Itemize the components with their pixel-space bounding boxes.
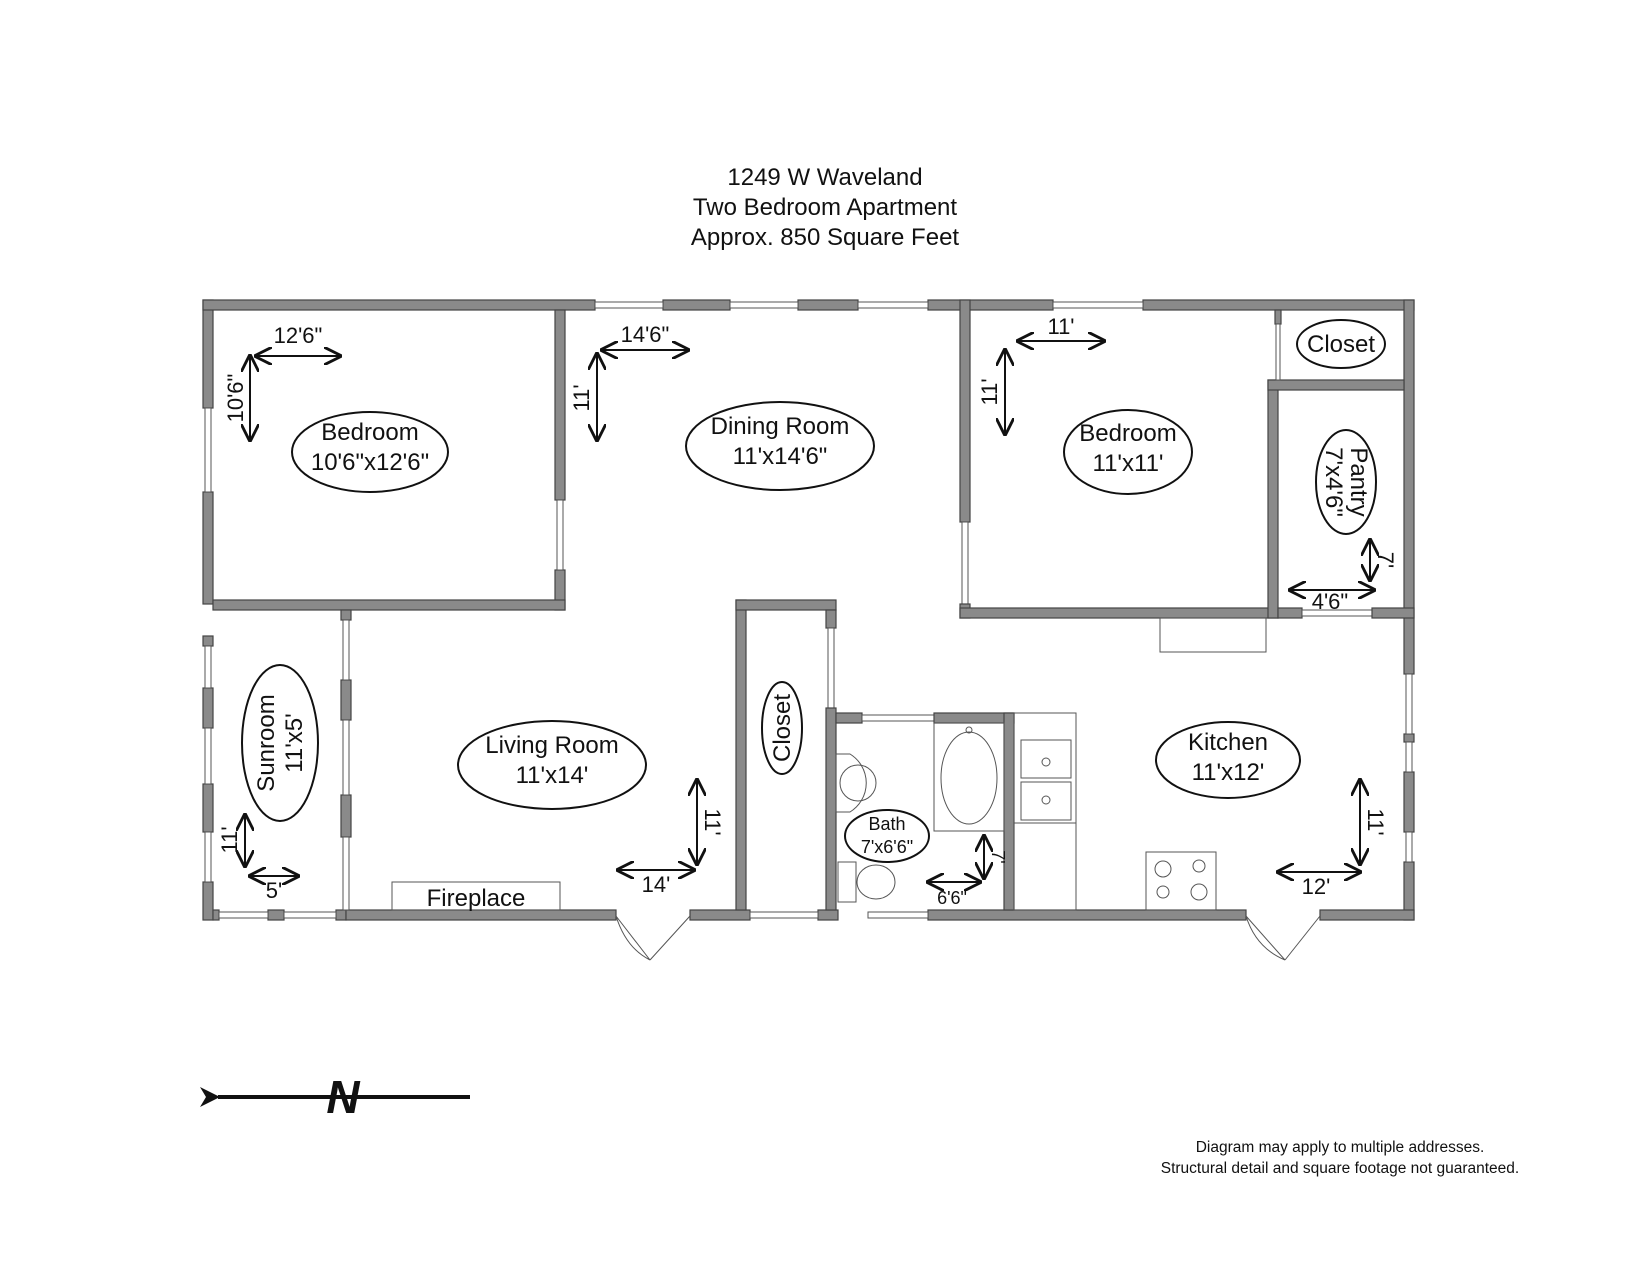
room-label-living-room: Living Room 11'x14' [457,720,647,810]
dimension-dining-height: 11' [569,354,597,440]
fireplace-label: Fireplace [427,885,526,912]
dimension-pantry-height: 7' [1370,540,1398,580]
disclaimer-note: Diagram may apply to multiple addresses.… [1120,1137,1560,1179]
svg-text:11': 11' [977,378,1002,405]
dimension-bedroom-south-width: 11' [1018,314,1104,341]
room-size: 11'x5' [281,713,308,772]
room-label-kitchen: Kitchen 11'x12' [1155,721,1301,799]
svg-text:12'6": 12'6" [274,323,323,348]
square-footage-subtitle: Approx. 850 Square Feet [690,224,960,251]
room-name: Bedroom [1079,420,1176,447]
bathtub-fixture [933,722,1005,832]
dimension-kitchen-height: 11' [1360,780,1388,864]
address-title: 1249 W Waveland [727,164,923,191]
room-size: 7'x4'6" [1320,447,1347,517]
room-size: 11'x14' [516,762,589,789]
svg-text:10'6": 10'6" [223,374,248,423]
room-label-pantry: Pantry 7'x4'6" [1315,429,1377,535]
room-label-sunroom: Sunroom 11'x5' [241,664,319,822]
svg-text:11': 11' [1363,808,1388,835]
dimension-bedroom-south-height: 11' [977,350,1005,434]
dimension-pantry-width: 4'6" [1290,589,1374,614]
room-size: 10'6"x12'6" [311,449,429,476]
entry-doors [615,915,1321,961]
room-name: Living Room [485,732,618,759]
svg-text:11': 11' [1047,314,1074,339]
room-size: 7'x6'6" [861,837,913,857]
north-arrow-icon: N [200,1071,470,1123]
room-label-bath: Bath 7'x6'6" [844,809,930,863]
room-name: Closet [1307,331,1375,358]
svg-text:4'6": 4'6" [1312,589,1348,614]
dimension-sunroom-height: 11' [217,815,245,866]
toilet-fixture [837,861,896,903]
dimension-dining-width: 14'6" [602,322,688,350]
dimension-bedroom-north-width: 12'6" [256,323,340,356]
room-label-closet-corner: Closet [1296,319,1386,369]
interior-walls [212,299,1415,911]
room-name: Closet [769,694,796,762]
room-name: Sunroom [253,694,280,791]
fireplace-hearth [391,881,561,911]
room-name: Pantry [1345,447,1372,516]
bathroom-sink-fixture [835,753,877,813]
kitchen-counter [1013,712,1077,911]
dimension-living-height: 11' [697,780,725,864]
room-label-bedroom-north: Bedroom 10'6"x12'6" [291,411,449,493]
room-size: 11'x11' [1093,450,1164,477]
room-name: Kitchen [1188,729,1268,756]
svg-text:11': 11' [700,808,725,835]
svg-text:5': 5' [266,878,282,903]
svg-text:11': 11' [217,826,242,853]
unit-type-subtitle: Two Bedroom Apartment [692,194,958,221]
dimension-kitchen-width: 12' [1278,872,1360,899]
svg-text:14'6": 14'6" [621,322,670,347]
room-label-dining-room: Dining Room 11'x14'6" [685,401,875,491]
range-hood [1159,617,1267,653]
room-name: Bath [868,814,905,834]
dimension-living-width: 14' [618,870,694,897]
north-label: N [326,1071,360,1123]
room-name: Dining Room [711,413,850,440]
room-size: 11'x12' [1192,759,1265,786]
dimension-bath-width: 6'6" [928,882,980,908]
dimension-bath-height: 7' [984,836,1008,878]
svg-text:6'6": 6'6" [937,888,967,908]
room-size: 11'x14'6" [733,443,828,470]
disclaimer-line-2: Structural detail and square footage not… [1160,1160,1520,1177]
svg-text:11': 11' [569,384,594,411]
svg-text:7': 7' [1373,552,1398,568]
room-label-closet-hall: Closet [761,681,803,775]
windows [204,301,1413,919]
plan-title-block: 1249 W Waveland Two Bedroom Apartment Ap… [0,163,1650,253]
dimension-bedroom-north-height: 10'6" [223,356,250,440]
room-name: Bedroom [321,419,418,446]
svg-text:14': 14' [642,872,671,897]
kitchen-stove [1145,851,1217,911]
svg-text:12': 12' [1302,874,1331,899]
room-label-bedroom-south: Bedroom 11'x11' [1063,409,1193,495]
dimension-sunroom-width: 5' [250,876,298,903]
svg-text:7': 7' [988,850,1008,863]
disclaimer-line-1: Diagram may apply to multiple addresses. [1195,1139,1485,1156]
